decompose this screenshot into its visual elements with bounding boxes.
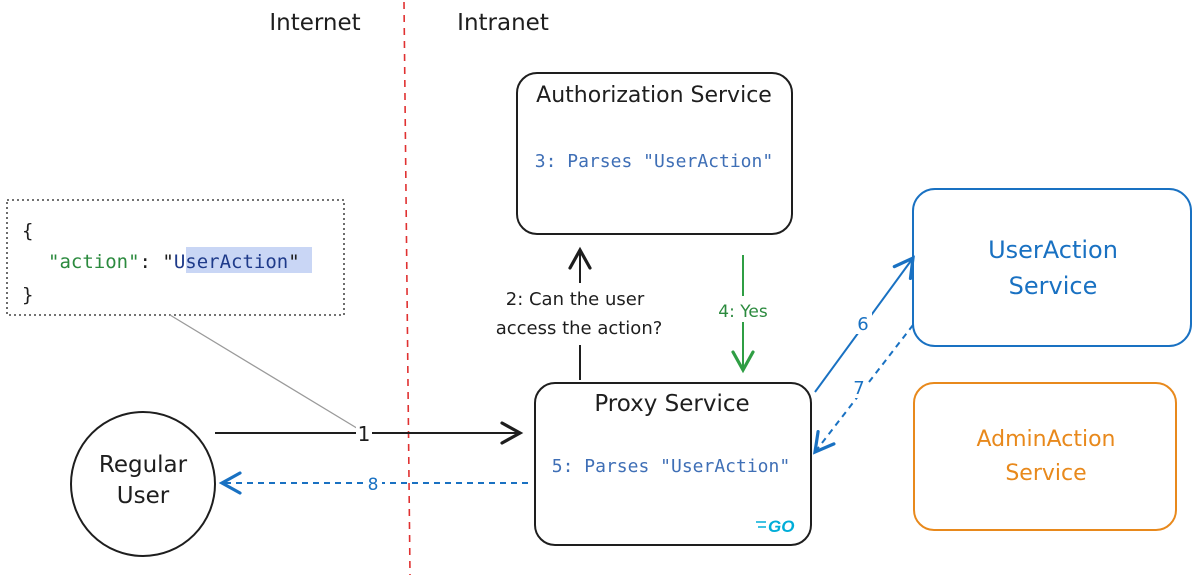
go-logo-text: GO <box>768 517 794 536</box>
edge-step-2-label-line1: 2: Can the user <box>506 289 645 310</box>
regular-user-node: Regular User <box>70 411 216 557</box>
user-action-service-line2: Service <box>1009 272 1098 300</box>
edge-step-7-label: 7 <box>853 378 864 399</box>
edge-step-7: 7 <box>812 324 914 455</box>
request-payload-box: { "action": "UserAction" } <box>6 199 345 316</box>
payload-open-brace: { <box>22 220 33 242</box>
edge-step-4: 4: Yes <box>718 255 768 374</box>
payload-key: "action" <box>48 251 140 273</box>
regular-user-line2: User <box>117 483 170 509</box>
payload-close-brace: } <box>22 284 33 306</box>
edge-step-8-label: 8 <box>368 475 379 495</box>
payload-connector-line <box>169 314 361 431</box>
go-logo-icon: GO <box>756 517 794 536</box>
payload-value-highlight <box>186 247 312 273</box>
proxy-service-node: Proxy Service 5: Parses "UserAction" GO <box>534 382 812 546</box>
zone-label-internet: Internet <box>269 10 360 36</box>
regular-user-line1: Regular <box>99 452 188 478</box>
authorization-service-title: Authorization Service <box>536 83 772 108</box>
admin-action-service-line2: Service <box>1005 461 1086 486</box>
payload-quote-close: " <box>288 251 299 273</box>
user-action-service-node: UserAction Service <box>912 188 1192 347</box>
edge-step-6-label: 6 <box>857 314 868 335</box>
edge-step-8: 8 <box>218 471 528 495</box>
payload-line: "action": "UserAction" <box>48 251 300 273</box>
authorization-service-note: 3: Parses "UserAction" <box>535 151 773 172</box>
edge-step-6: 6 <box>814 255 915 393</box>
proxy-service-note: 5: Parses "UserAction" <box>552 456 790 477</box>
authorization-service-node: Authorization Service 3: Parses "UserAct… <box>516 72 793 235</box>
edge-step-4-label: 4: Yes <box>718 302 768 322</box>
edge-step-2-label-line2: access the action? <box>496 318 663 339</box>
payload-quote-open: " <box>162 251 173 273</box>
admin-action-service-line1: AdminAction <box>976 427 1115 452</box>
user-action-service-line1: UserAction <box>988 236 1118 264</box>
payload-value: UserAction <box>174 251 288 273</box>
edge-step-2: 2: Can the user access the action? <box>496 246 663 380</box>
payload-colon: : <box>140 251 163 273</box>
edge-step-1-label: 1 <box>358 422 371 446</box>
proxy-service-title: Proxy Service <box>594 391 749 417</box>
zone-label-intranet: Intranet <box>457 10 549 36</box>
edge-step-1: 1 <box>215 421 524 446</box>
network-boundary-divider <box>403 1 411 576</box>
admin-action-service-node: AdminAction Service <box>913 382 1177 531</box>
